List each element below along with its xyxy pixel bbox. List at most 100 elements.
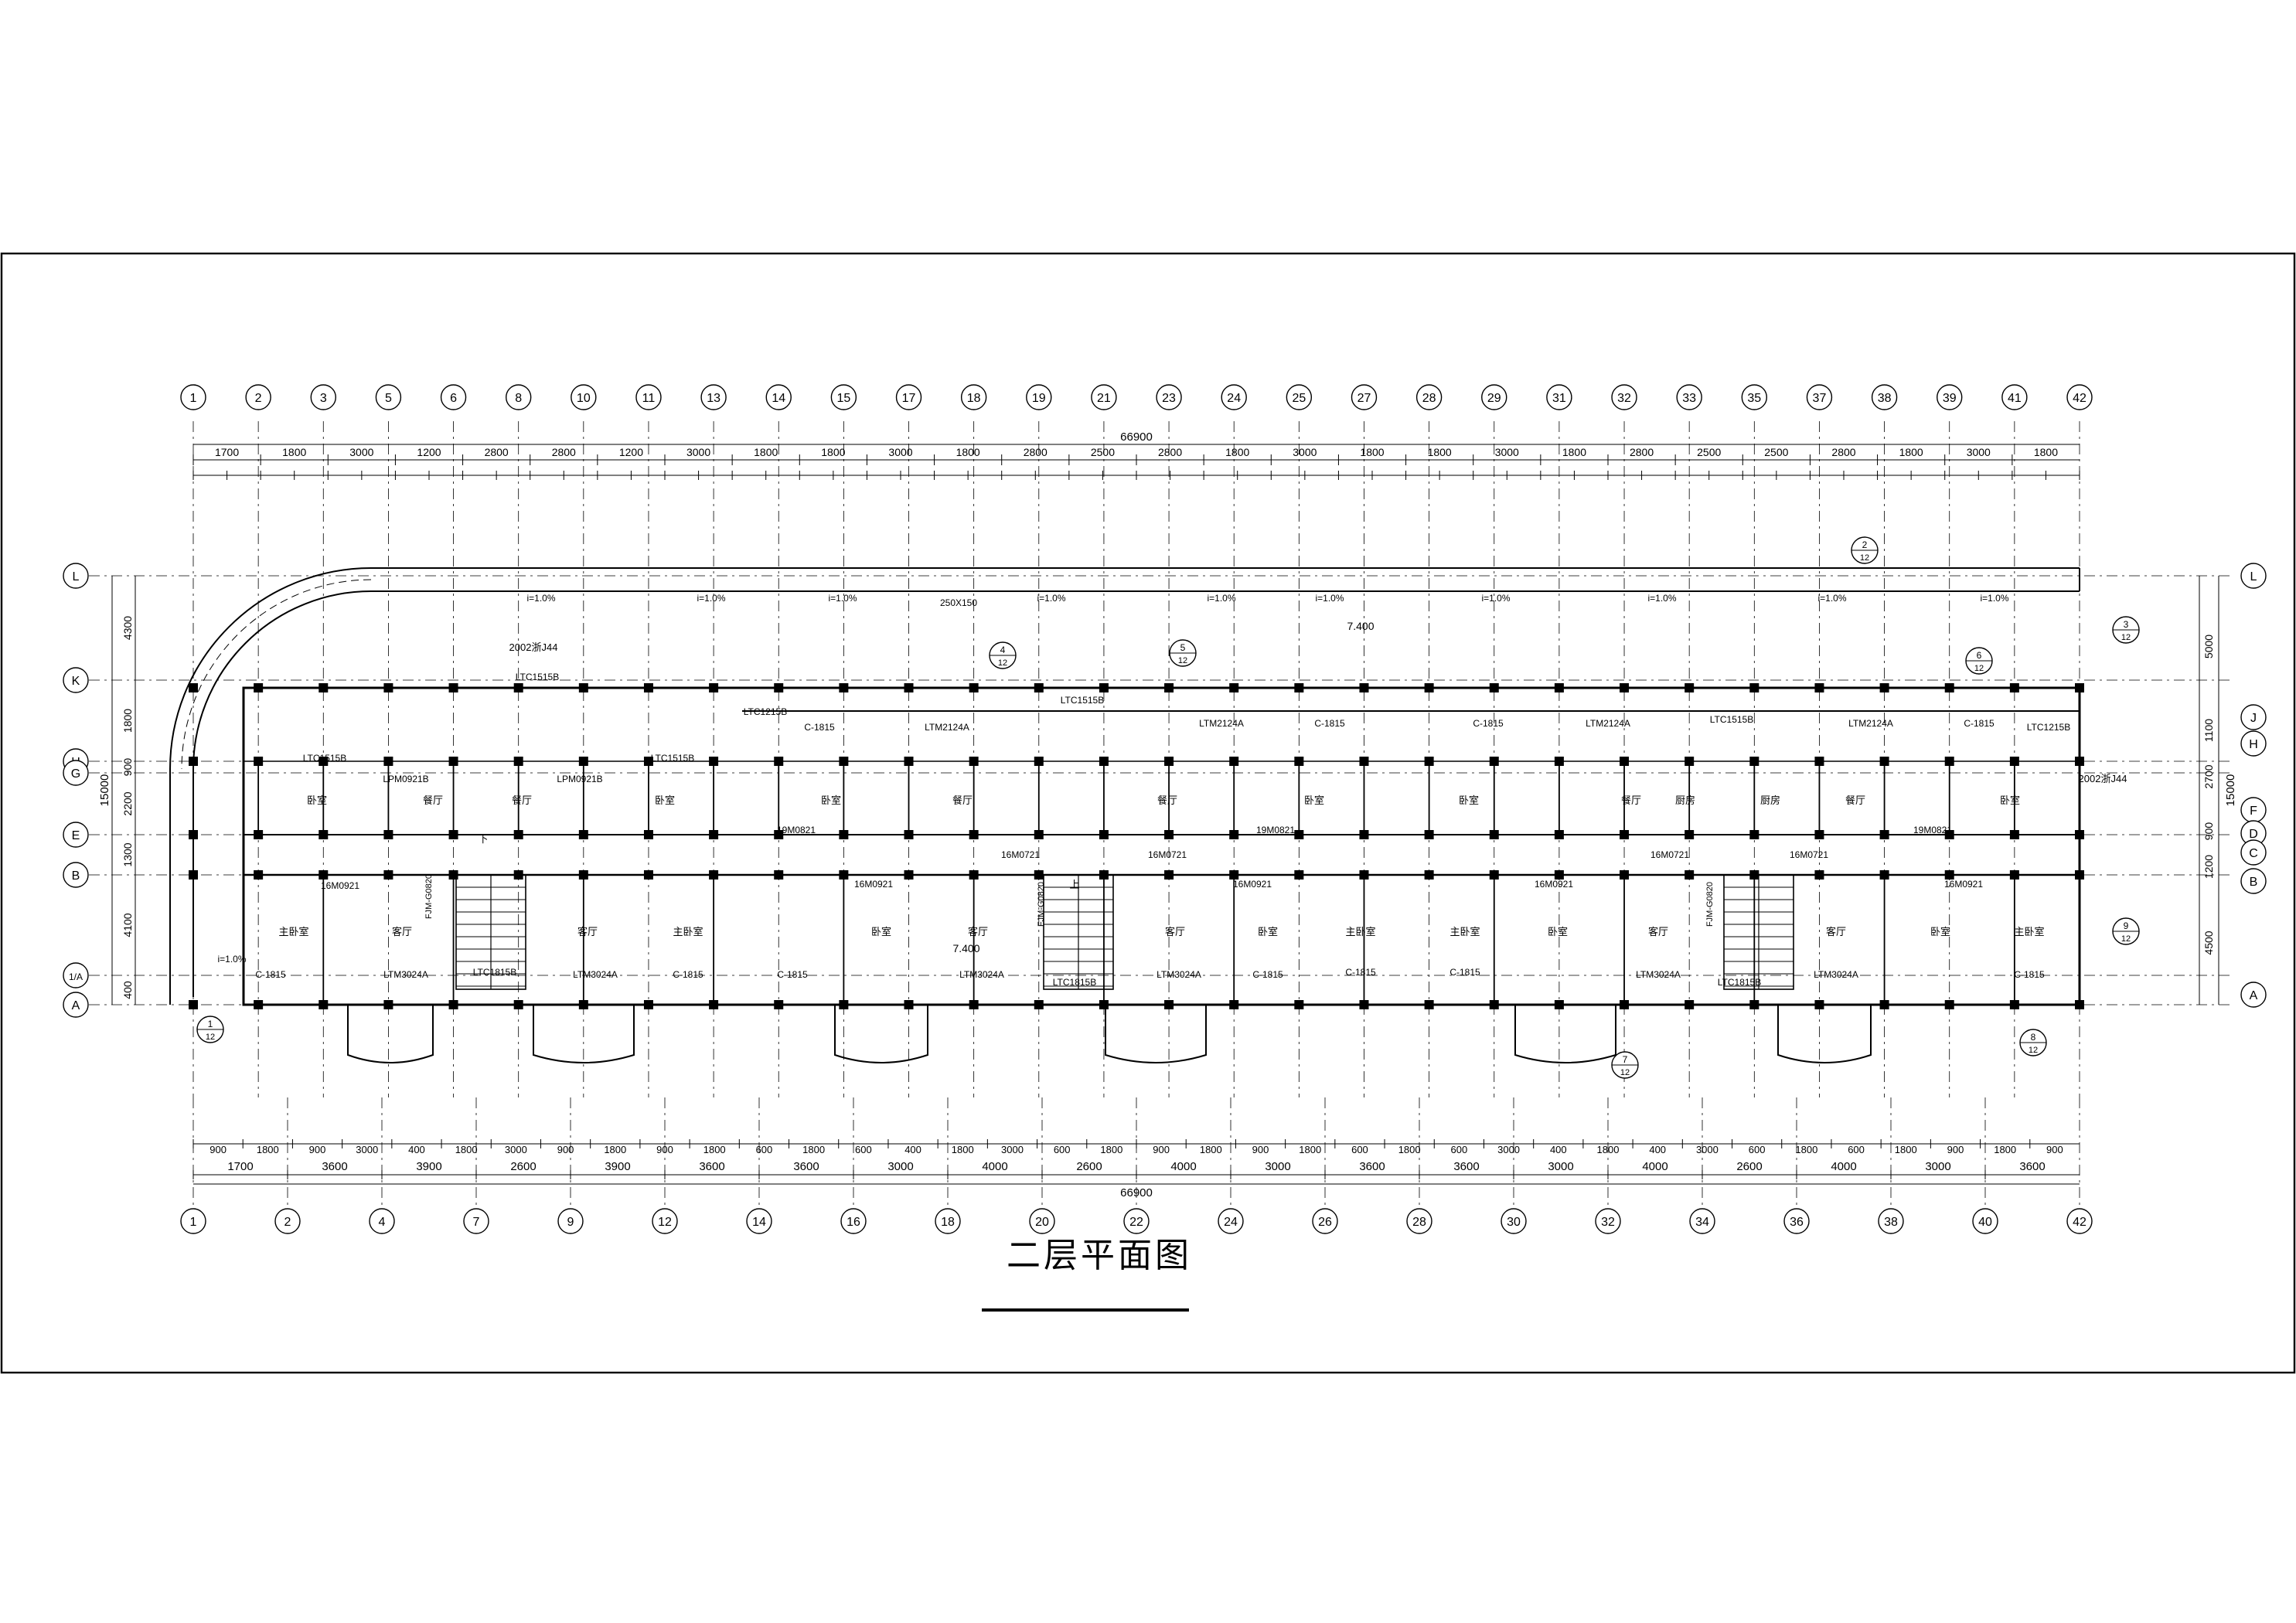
column	[774, 683, 784, 692]
dim-bottom2-value: 3000	[1925, 1160, 1950, 1173]
balcony-outline	[834, 1005, 928, 1063]
dim-bottom1-value: 1800	[1994, 1144, 2016, 1155]
detail-ref-sheet: 12	[1620, 1068, 1630, 1077]
opening-code: 16M0921	[1535, 879, 1573, 890]
column	[1424, 870, 1434, 880]
axis-bubble-top-label: 19	[1032, 392, 1046, 405]
axis-bubble-top	[1937, 384, 1963, 410]
column	[1294, 683, 1304, 692]
row-bubble-left-label: E	[72, 829, 80, 842]
column	[513, 1000, 523, 1009]
dim-left-value: 4300	[121, 616, 134, 640]
column	[1164, 870, 1174, 880]
dim-bottom1-value: 3000	[356, 1144, 378, 1155]
opening-code: C-1815	[673, 969, 703, 980]
drawing-frame	[0, 252, 2296, 1374]
column	[2075, 683, 2084, 692]
column	[254, 870, 264, 880]
dim-top-value: 3000	[888, 446, 912, 458]
opening-code: C-1815	[1473, 718, 1504, 729]
sheet-border	[0, 252, 2296, 1374]
column	[1944, 683, 1954, 692]
opening-code: 16M0721	[1148, 849, 1187, 860]
column	[1685, 683, 1695, 692]
dim-bottom2-value: 2600	[510, 1160, 536, 1173]
axis-bubble-top-label: 1	[190, 392, 197, 405]
axis-bubble-top-label: 28	[1422, 392, 1436, 405]
room-label-north: 餐厅	[1157, 794, 1177, 806]
row-bubble-left-label: L	[73, 570, 80, 584]
dim-top-value: 1800	[754, 446, 778, 458]
column	[383, 683, 393, 692]
column	[1814, 683, 1824, 692]
balcony-outline	[347, 1005, 434, 1063]
detail-ref-number: 6	[1977, 650, 1982, 661]
dim-bottom1-value: 1800	[952, 1144, 974, 1155]
axis-bubble-top	[2066, 384, 2093, 410]
axis-bubble-top	[245, 384, 271, 410]
dim-bottom1-value: 600	[1848, 1144, 1865, 1155]
column	[839, 683, 849, 692]
balcony-outline	[1514, 1005, 1616, 1063]
axis-bubble-top	[571, 384, 597, 410]
dim-top-value: 1700	[215, 446, 239, 458]
column	[448, 683, 458, 692]
column	[643, 1000, 653, 1009]
row-bubble-right-label: F	[2250, 805, 2257, 818]
dim-bottom1-value: 1800	[1895, 1144, 1917, 1155]
room-label-north: 卧室	[1304, 794, 1324, 806]
column	[319, 683, 329, 692]
column	[1034, 870, 1044, 880]
dim-bottom1-value: 900	[1947, 1144, 1964, 1155]
opening-code: 16M0721	[1001, 849, 1040, 860]
row-bubble-right-label: B	[2250, 876, 2258, 889]
column	[1879, 683, 1889, 692]
dim-top-value: 3000	[1967, 446, 1991, 458]
column	[1489, 683, 1499, 692]
curved-gutter-dash	[181, 579, 372, 770]
room-label-south: 卧室	[1258, 926, 1278, 937]
row-bubble-right	[2240, 839, 2267, 866]
room-label-north: 卧室	[655, 794, 675, 806]
dim-bottom1-value: 600	[1749, 1144, 1766, 1155]
dim-bottom1-value: 600	[756, 1144, 773, 1155]
row-bubble-left-label: B	[72, 869, 80, 883]
axis-bubble-top	[1871, 384, 1898, 410]
room-label-south: 卧室	[871, 926, 891, 937]
room-label-south: 客厅	[1648, 926, 1668, 937]
slope-note: i=1.0%	[1481, 593, 1510, 604]
column	[1164, 1000, 1174, 1009]
balcony-outline	[1777, 1005, 1872, 1063]
axis-bubble-top	[2001, 384, 2028, 410]
row-bubble-left	[63, 992, 89, 1018]
slope-note: i=1.0%	[217, 954, 246, 965]
column	[1944, 870, 1954, 880]
axis-bubble-bottom-label: 20	[1035, 1216, 1049, 1229]
axis-bubble-top-label: 38	[1878, 392, 1892, 405]
opening-code: LTC1515B	[1710, 714, 1753, 725]
column	[1620, 683, 1630, 692]
dim-top-value: 3000	[1293, 446, 1317, 458]
room-label-south: 主卧室	[1345, 926, 1375, 937]
fire-door-code: FJM-G0820	[424, 874, 434, 919]
slope-note: i=1.0%	[1980, 593, 2008, 604]
axis-bubble-top	[1026, 384, 1052, 410]
dim-right-value: 1100	[2202, 719, 2215, 742]
room-label-north: 餐厅	[952, 794, 973, 806]
column	[1554, 870, 1564, 880]
room-label-north: 卧室	[2000, 794, 2020, 806]
axis-bubble-bottom	[746, 1208, 772, 1234]
column	[774, 870, 784, 880]
opening-code: C-1815	[804, 722, 835, 733]
axis-bubble-bottom	[1406, 1208, 1432, 1234]
opening-code: LTM3024A	[573, 969, 618, 980]
axis-bubble-top	[1286, 384, 1313, 410]
dim-bottom1-value: 600	[1054, 1144, 1071, 1155]
axis-bubble-bottom	[652, 1208, 678, 1234]
axis-bubble-top-label: 6	[450, 392, 457, 405]
opening-code: 16M0921	[1233, 879, 1272, 890]
column	[1554, 683, 1564, 692]
axis-bubble-bottom	[1218, 1208, 1244, 1234]
row-bubble-left-label: A	[72, 999, 80, 1012]
fire-door-code: FJM-G0820	[1037, 882, 1046, 927]
